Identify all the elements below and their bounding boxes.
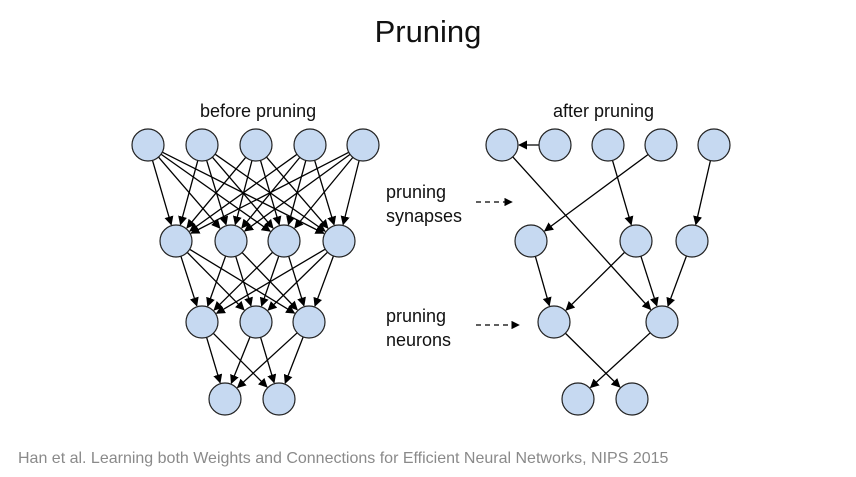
synapse-edge-before (186, 251, 245, 311)
neuron-node-before (185, 128, 219, 162)
synapse-edge-after (666, 255, 688, 307)
neuron-node-after (514, 224, 548, 258)
neuron-node-before (159, 224, 193, 258)
edges-layer (151, 140, 712, 389)
synapse-edge-after (512, 156, 652, 311)
synapse-edge-after (611, 160, 634, 226)
synapse-edge-before (230, 336, 251, 385)
synapse-edge-before (189, 153, 298, 232)
neuron-node-after (645, 305, 679, 339)
neuron-node-after (619, 224, 653, 258)
neuron-node-after (675, 224, 709, 258)
slide-title: Pruning (374, 14, 482, 49)
pruning-synapses-label: pruning synapses (386, 182, 463, 226)
before-pruning-label: before pruning (200, 101, 317, 121)
synapse-edge-before (267, 251, 329, 311)
synapse-edge-after (534, 256, 552, 307)
neuron-node-after (644, 128, 678, 162)
synapse-edge-before (213, 251, 274, 311)
synapse-edge-before (244, 153, 351, 232)
neuron-node-after (697, 128, 731, 162)
synapse-edge-before (236, 332, 298, 389)
synapse-edge-after (565, 251, 626, 311)
neuron-node-after (538, 128, 572, 162)
synapse-edge-before (206, 255, 227, 307)
nodes-layer (131, 128, 731, 416)
neuron-node-after (591, 128, 625, 162)
neuron-node-after (561, 382, 595, 416)
neuron-node-after (615, 382, 649, 416)
synapse-edge-before (283, 336, 304, 385)
neuron-node-before (346, 128, 380, 162)
neuron-node-before (262, 382, 296, 416)
synapse-edge-before (205, 337, 223, 384)
citation: Han et al. Learning both Weights and Con… (18, 450, 669, 467)
neuron-node-before (131, 128, 165, 162)
neuron-node-before (293, 128, 327, 162)
neuron-node-before (292, 305, 326, 339)
neuron-node-before (185, 305, 219, 339)
neuron-node-before (214, 224, 248, 258)
synapse-edge-before (180, 256, 199, 307)
synapse-edge-before (189, 248, 296, 314)
synapse-edge-before (288, 256, 306, 307)
synapse-edge-before (190, 151, 350, 234)
neuron-node-after (485, 128, 519, 162)
neuron-node-before (208, 382, 242, 416)
synapse-edge-after (693, 160, 712, 226)
synapse-edge-after (589, 332, 651, 389)
synapse-edge-after (564, 332, 621, 388)
neuron-node-before (322, 224, 356, 258)
synapse-edge-after (640, 256, 659, 307)
synapse-edge-before (313, 255, 335, 307)
neuron-node-before (239, 128, 273, 162)
synapse-edge-before (151, 160, 174, 226)
neuron-node-before (239, 305, 273, 339)
after-pruning-label: after pruning (553, 101, 655, 121)
synapse-edge-before (340, 160, 360, 226)
synapse-edge-before (294, 156, 354, 229)
neuron-node-before (267, 224, 301, 258)
synapse-edge-before (186, 156, 247, 229)
synapse-edge-before (215, 248, 326, 314)
pruning-neurons-label: pruning neurons (386, 306, 452, 350)
neuron-node-after (537, 305, 571, 339)
synapse-edge-before (178, 160, 199, 226)
synapse-edge-after (543, 153, 649, 232)
